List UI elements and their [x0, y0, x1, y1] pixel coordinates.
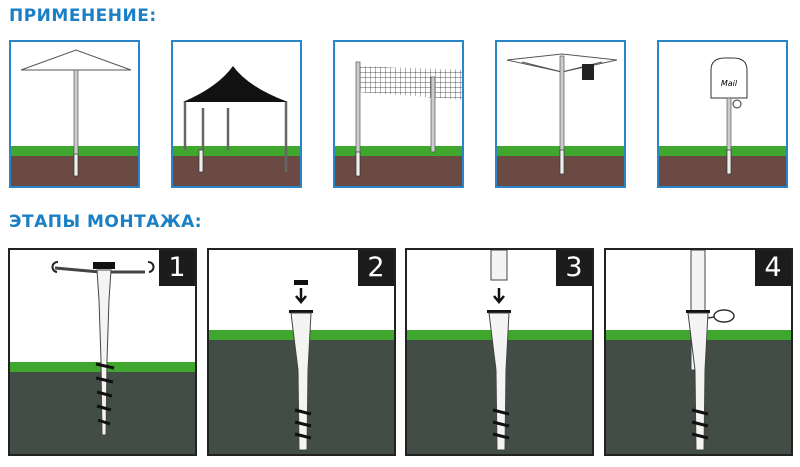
step-number: 1	[159, 250, 195, 286]
step-4-illustration	[606, 250, 791, 454]
step-4-panel: 4	[604, 248, 793, 456]
usage-heading: ПРИМЕНЕНИЕ:	[9, 6, 157, 26]
step-3-panel: 3	[405, 248, 594, 456]
usage-umbrella-panel	[9, 40, 140, 188]
clothes-dryer-illustration	[497, 53, 624, 186]
step-3-illustration	[407, 250, 592, 454]
step-1-panel: 1	[8, 248, 197, 456]
mailbox-label: Mail	[721, 79, 738, 88]
step-1-illustration	[10, 261, 195, 454]
usage-net-panel	[333, 40, 464, 188]
mailbox-illustration: Mail	[659, 57, 786, 186]
step-2-illustration	[209, 280, 394, 454]
steps-heading: ЭТАПЫ МОНТАЖА:	[9, 212, 203, 232]
step-2-panel: 2	[207, 248, 396, 456]
tent-illustration	[173, 66, 300, 186]
usage-mailbox-panel: Mail	[657, 40, 788, 188]
step-number: 3	[556, 250, 592, 286]
usage-tent-panel	[171, 40, 302, 188]
step-number: 4	[755, 250, 791, 286]
usage-dryer-panel	[495, 40, 626, 188]
umbrella-illustration	[11, 49, 138, 186]
net-illustration	[335, 61, 462, 186]
step-number: 2	[358, 250, 394, 286]
